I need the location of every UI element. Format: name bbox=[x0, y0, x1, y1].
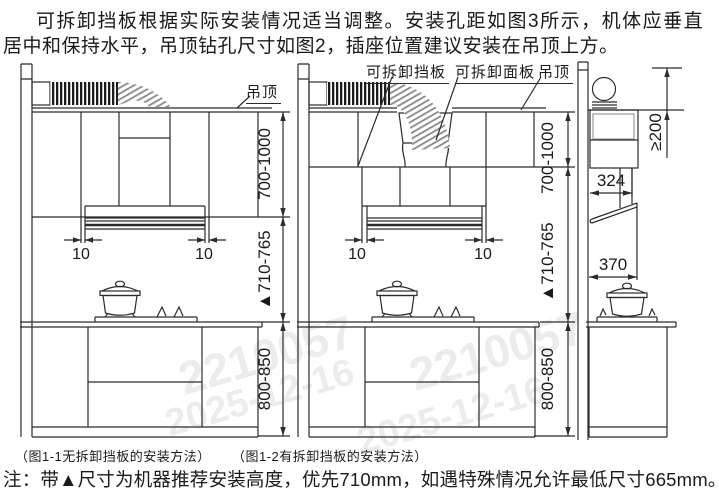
dimension-arrowheads bbox=[73, 68, 670, 436]
fig2-removable-baffle-label: 可拆卸挡板 bbox=[366, 61, 450, 84]
fig1-gap-left-value: 10 bbox=[72, 246, 90, 263]
intro-line-2: 居中和保持水平，吊顶钻孔尺寸如图2，插座位置建议安装在吊顶上方。 bbox=[3, 36, 619, 57]
fig3-duct-corrugation bbox=[592, 101, 617, 109]
fig1-ceiling-label: 吊顶 bbox=[246, 81, 282, 104]
fig1-cooktop bbox=[94, 305, 198, 322]
fig1-dim-hood-to-counter: ▲710-765 bbox=[255, 230, 274, 310]
fig1-duct bbox=[50, 82, 118, 105]
fig3-cooktop bbox=[596, 307, 658, 322]
fig1-dim-chain bbox=[258, 112, 290, 437]
fig2-duct-bend bbox=[390, 82, 450, 150]
fig2-caption: （图1-2有拆卸挡板的安装方法） bbox=[232, 449, 428, 464]
fig2-gap-right-value: 10 bbox=[474, 246, 492, 263]
fig3-sloped-panel bbox=[589, 202, 638, 224]
fig2-pot bbox=[376, 280, 418, 318]
fig1-pot bbox=[99, 280, 141, 318]
fig1-dim-ceiling-to-cabinet: 700-1000 bbox=[255, 128, 274, 200]
fig3-dim-hood-front: 370 bbox=[598, 255, 628, 274]
intro-line-1: 可拆卸挡板根据实际安装情况适当调整。安装孔距如图3所示，机体应垂直 bbox=[36, 11, 705, 32]
fig3-pot bbox=[606, 282, 648, 317]
fig1-countertop bbox=[20, 321, 263, 328]
fig2-leaders bbox=[357, 76, 542, 167]
fig3-countertop bbox=[586, 321, 677, 328]
fig1-ceiling-leader bbox=[236, 95, 251, 109]
fig2-removable-panel-label: 可拆卸面板 bbox=[455, 61, 539, 84]
fig3-dim-hood-depth: 324 bbox=[596, 171, 626, 190]
fig3-base-cabinet bbox=[588, 327, 668, 438]
fig2-upper-cabinets bbox=[309, 112, 575, 168]
fig1-wall bbox=[20, 63, 33, 437]
fig2-countertop bbox=[297, 321, 540, 328]
fig3-dim-above-ceiling: ≥200 bbox=[646, 113, 665, 151]
fig2-dim-ceiling-to-cabinet: 700-1000 bbox=[538, 122, 557, 194]
fig2-cooktop bbox=[371, 305, 475, 322]
fig3-hood-box bbox=[589, 109, 639, 169]
fig1-dim-counter-height: 800-850 bbox=[255, 347, 274, 411]
fig1-upper-cabinets bbox=[32, 112, 290, 218]
fig2-ceiling-label: 吊顶 bbox=[538, 61, 574, 84]
fig3-hood-panel bbox=[592, 113, 635, 140]
fig1-caption: （图1-1无拆卸挡板的安装方法） bbox=[15, 449, 211, 464]
fig1-ceiling bbox=[32, 107, 290, 113]
fig2-gap-left-value: 10 bbox=[348, 246, 366, 263]
fig1-base-cabinet bbox=[32, 327, 259, 438]
fig1-duct-bend bbox=[118, 82, 171, 107]
fig3-wall bbox=[577, 61, 589, 440]
bottom-note: 注：带▲尺寸为机器推荐安装高度，优先710mm，如遇特殊情况允许最低尺寸665m… bbox=[3, 469, 719, 490]
fig2-wall bbox=[297, 63, 310, 437]
fig2-ceiling bbox=[309, 107, 575, 113]
fig2-duct bbox=[327, 82, 390, 105]
fig3-duct-section bbox=[591, 76, 617, 102]
fig2-base-cabinet bbox=[309, 327, 536, 438]
fig2-dim-counter-height: 800-850 bbox=[538, 347, 557, 411]
fig2-dim-hood-to-counter: ▲710-765 bbox=[538, 222, 557, 302]
fig1-gap-right-value: 10 bbox=[195, 246, 213, 263]
